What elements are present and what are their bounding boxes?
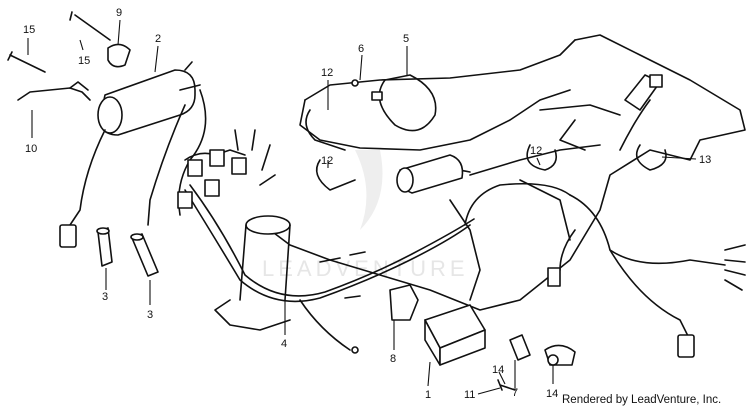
- small-hardware: [351, 284, 576, 391]
- callouts: 15 15 9 2 10 3 3 12 12 6 5 4 12 13 8 1 1…: [23, 7, 711, 401]
- callout-7: 7: [512, 387, 518, 399]
- callout-9: 9: [116, 7, 122, 19]
- leader-lines: [27, 19, 697, 395]
- callout-6: 6: [358, 43, 364, 55]
- callout-12: 12: [321, 155, 333, 167]
- callout-11: 11: [464, 389, 475, 401]
- callout-3: 3: [147, 309, 153, 321]
- callout-4: 4: [281, 338, 287, 350]
- frame: [269, 34, 746, 311]
- ignition-coil: [59, 61, 207, 248]
- callout-3: 3: [102, 291, 108, 303]
- render-credit: Rendered by LeadVenture, Inc.: [562, 394, 722, 406]
- callout-2: 2: [155, 33, 161, 45]
- spark-plug-caps: [96, 227, 159, 277]
- callout-15: 15: [78, 55, 90, 67]
- wire-bands: [305, 74, 667, 191]
- steering-head-tube: [214, 215, 291, 331]
- regulator-rectifier: [424, 304, 486, 366]
- callout-12: 12: [530, 145, 542, 157]
- callout-14: 14: [492, 364, 504, 376]
- turn-signal-relay: [624, 74, 663, 111]
- callout-13: 13: [699, 154, 711, 166]
- svg-text:LEADVENTURE: LEADVENTURE: [262, 256, 469, 281]
- callout-1: 1: [425, 389, 431, 401]
- callout-15: 15: [23, 24, 35, 36]
- wire-harness: [177, 99, 746, 358]
- callout-14: 14: [546, 388, 558, 400]
- condenser: [396, 154, 464, 194]
- callout-12: 12: [321, 67, 333, 79]
- callout-8: 8: [390, 353, 396, 365]
- callout-10: 10: [25, 143, 37, 155]
- callout-5: 5: [403, 33, 409, 45]
- bolts-and-clamps: [7, 11, 131, 101]
